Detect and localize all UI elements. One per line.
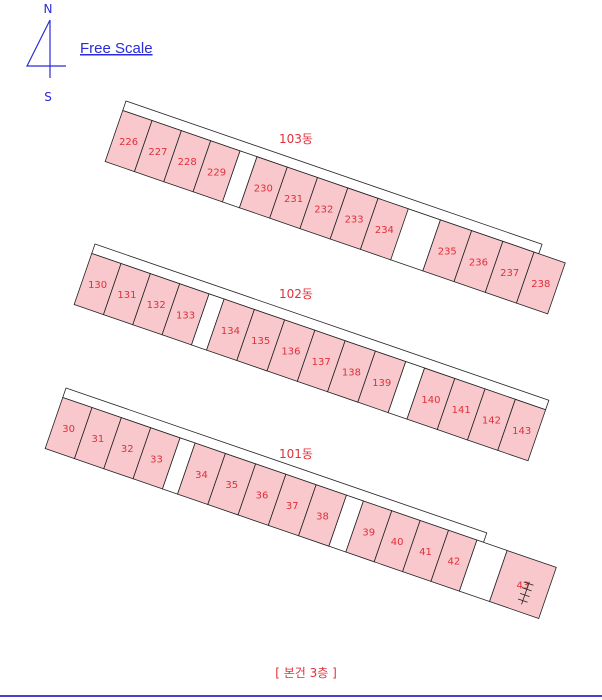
unit-number: 141 — [452, 405, 471, 416]
unit-number: 235 — [438, 247, 457, 258]
unit-number: 138 — [342, 367, 361, 378]
unit-229[interactable]: 229 — [192, 140, 241, 203]
unit-box[interactable] — [132, 427, 181, 490]
unit-number: 230 — [254, 183, 273, 194]
unit-number: 36 — [256, 491, 269, 502]
building-label: 102동 — [279, 287, 313, 301]
unit-number: 227 — [148, 147, 167, 158]
unit-number: 130 — [88, 280, 107, 291]
unit-number: 136 — [281, 347, 300, 358]
unit-number: 135 — [251, 336, 270, 347]
unit-number: 134 — [221, 326, 240, 337]
unit-box[interactable] — [359, 197, 409, 261]
unit-143[interactable]: 143 — [497, 398, 547, 462]
unit-box[interactable] — [430, 529, 478, 592]
unit-number: 35 — [225, 480, 238, 491]
unit-38[interactable]: 38 — [298, 484, 347, 547]
compass-arrow-icon — [26, 19, 66, 78]
unit-box[interactable] — [497, 398, 547, 462]
unit-number: 31 — [92, 434, 105, 445]
north-label: N — [44, 2, 53, 16]
unit-number: 33 — [150, 454, 163, 465]
unit-number: 42 — [448, 557, 461, 568]
unit-33[interactable]: 33 — [132, 427, 181, 490]
free-scale-link[interactable]: Free Scale — [80, 40, 153, 57]
unit-43[interactable]: 43 — [489, 549, 557, 619]
unit-number: 143 — [512, 426, 531, 437]
unit-133[interactable]: 133 — [161, 283, 210, 346]
unit-number: 132 — [147, 300, 166, 311]
unit-number: 137 — [312, 357, 331, 368]
unit-number: 234 — [375, 225, 394, 236]
unit-box[interactable] — [192, 140, 241, 203]
stairs-icon — [518, 581, 534, 605]
unit-number: 133 — [176, 310, 195, 321]
floor-label: [ 본건 3층 ] — [275, 666, 337, 680]
unit-number: 228 — [178, 157, 197, 168]
building-1: 226 227 228 229 230 231 232 233 234 235 236 237 238 — [104, 100, 566, 315]
unit-number: 233 — [345, 215, 364, 226]
unit-number: 231 — [284, 194, 303, 205]
bottom-divider — [0, 695, 602, 697]
unit-box[interactable] — [357, 350, 407, 414]
building-2: 130 131 132 133 134 135 136 137 138 139 140 141 142 1… — [73, 243, 550, 462]
unit-number: 232 — [314, 204, 333, 215]
unit-number: 139 — [372, 378, 391, 389]
unit-number: 229 — [207, 167, 226, 178]
building-3: 30 31 32 33 34 35 36 37 38 39 40 41 42 43 — [44, 387, 557, 619]
unit-number: 34 — [195, 470, 208, 481]
unit-number: 238 — [531, 279, 550, 290]
unit-box[interactable] — [489, 549, 557, 619]
unit-number: 38 — [316, 511, 329, 522]
unit-box[interactable] — [298, 484, 347, 547]
unit-234[interactable]: 234 — [359, 197, 409, 261]
unit-number: 237 — [500, 268, 519, 279]
unit-number: 236 — [469, 257, 488, 268]
unit-box[interactable] — [161, 283, 210, 346]
unit-number: 140 — [421, 395, 440, 406]
unit-number: 39 — [362, 527, 375, 538]
unit-number: 226 — [119, 137, 138, 148]
unit-number: 30 — [62, 424, 75, 435]
south-label: S — [44, 90, 52, 104]
unit-box[interactable] — [515, 251, 566, 315]
building-label: 103동 — [279, 132, 313, 146]
unit-number: 32 — [121, 444, 134, 455]
unit-number: 131 — [117, 290, 136, 301]
unit-number: 40 — [391, 537, 404, 548]
building-label: 101동 — [279, 447, 313, 461]
unit-238[interactable]: 238 — [515, 251, 566, 315]
unit-139[interactable]: 139 — [357, 350, 407, 414]
unit-number: 142 — [482, 416, 501, 427]
buildings-layer: 2262272282292302312322332342352362372381… — [44, 100, 566, 619]
unit-number: 43 — [517, 580, 530, 591]
unit-42[interactable]: 42 — [430, 529, 478, 592]
unit-number: 37 — [286, 501, 299, 512]
unit-number: 41 — [419, 547, 432, 558]
compass: N S — [26, 2, 66, 104]
